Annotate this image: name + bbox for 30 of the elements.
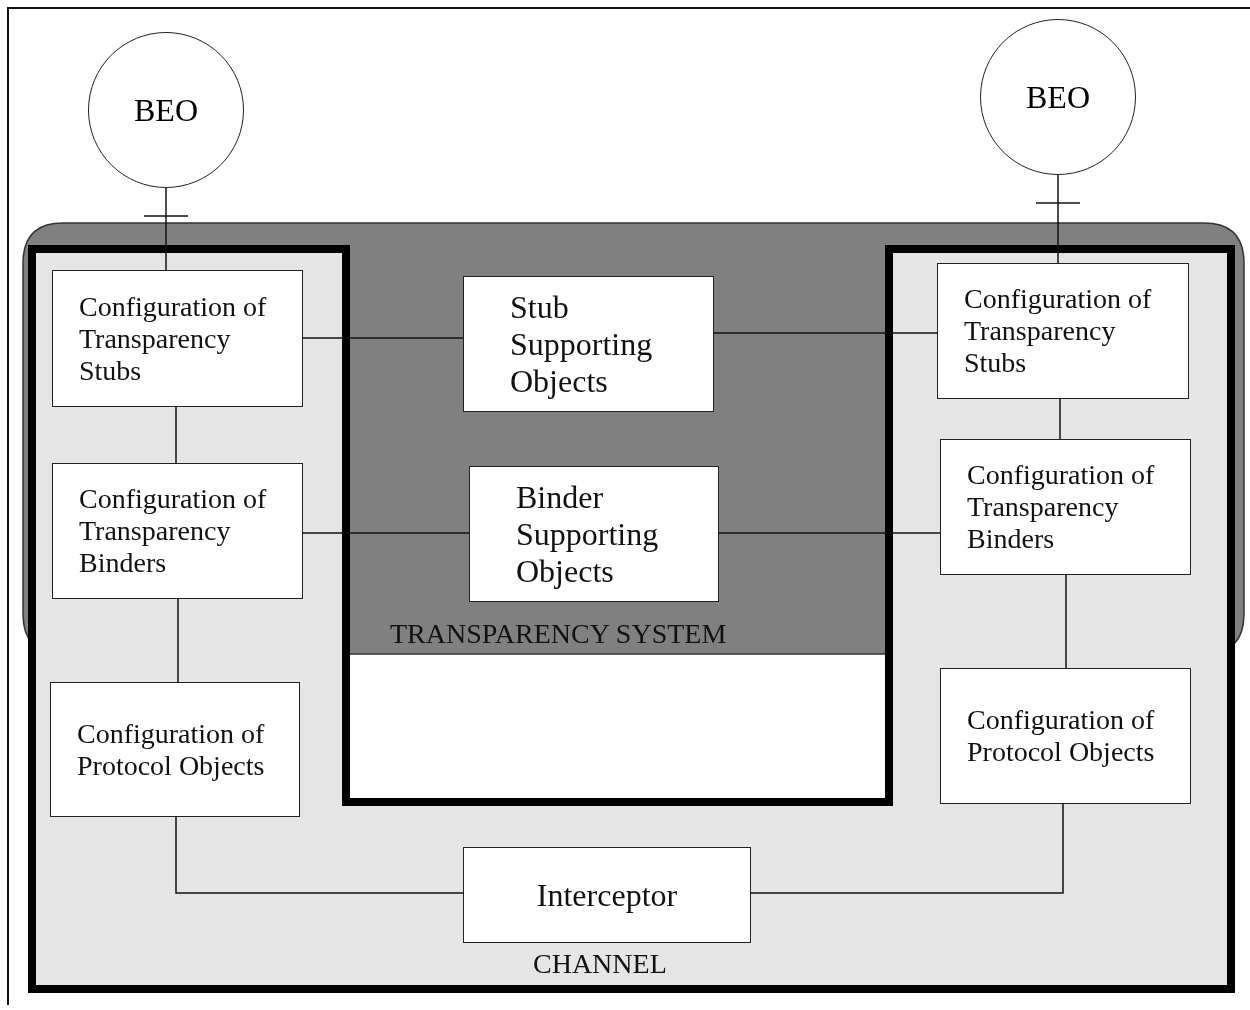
connector-line (750, 803, 1064, 894)
process-box (469, 466, 719, 602)
region-label: TRANSPARENCY SYSTEM (390, 618, 727, 650)
connector-line (302, 337, 464, 339)
box-label: Configuration of Protocol Objects (77, 717, 266, 782)
connector-line (1035, 174, 1081, 264)
process-box (50, 682, 300, 817)
box-label: BEO (133, 91, 199, 129)
process-box (463, 276, 714, 412)
box-label: Interceptor (535, 879, 679, 911)
connector-line (175, 816, 464, 894)
connector-line (302, 532, 470, 534)
box-label: Stub Supporting Objects (510, 288, 654, 400)
region-label: CHANNEL (533, 948, 667, 980)
box-label: BEO (1025, 78, 1091, 116)
box-label: Configuration of Transparency Binders (79, 483, 268, 579)
box-label: Configuration of Transparency Stubs (79, 290, 268, 387)
box-label: Binder Supporting Objects (516, 478, 660, 590)
connector-line (718, 532, 941, 534)
process-box (940, 668, 1191, 804)
connector-line (713, 332, 938, 334)
box-label: Configuration of Transparency Stubs (964, 283, 1153, 379)
process-box (463, 847, 751, 943)
connector-line (1065, 574, 1067, 669)
box-label: Configuration of Transparency Binders (967, 459, 1156, 555)
connector-line (143, 187, 189, 271)
box-label: Configuration of Protocol Objects (967, 704, 1156, 768)
connector-line (1059, 398, 1061, 440)
connector-line (175, 406, 177, 464)
connector-line (177, 598, 179, 683)
